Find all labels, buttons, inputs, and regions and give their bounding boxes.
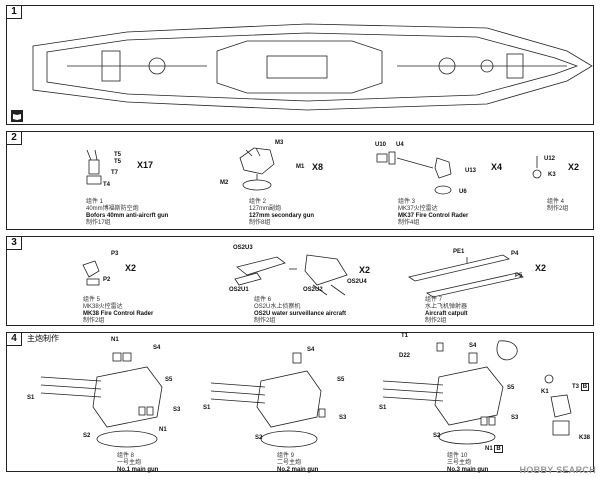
label-s3: S3 [511, 415, 519, 421]
main-gun-3-drawing [382, 340, 518, 445]
part-8-caption: 组件 8 一号主炮 No.1 main gun [117, 453, 159, 473]
label-t4: T4 [103, 182, 111, 188]
label-n1: N1 B [485, 445, 503, 453]
label-s4: S4 [153, 345, 161, 351]
label-u4: U4 [396, 142, 404, 148]
label-m2: M2 [220, 180, 229, 186]
step-title: 主炮制作 [27, 334, 59, 343]
part-7-caption: 组件 7 水上飞机弹射器 Aircraft catpult 制作2组 [425, 297, 468, 324]
step-2-panel: 2 T5 T5 T7 T4 X17 组件 1 40mm博福斯防空炮 Bofors… [6, 131, 594, 230]
os2u-aircraft-drawing [234, 254, 348, 296]
aa-gun-drawing [86, 149, 102, 185]
label-t5b: T5 [114, 159, 122, 165]
label-k1: K1 [541, 389, 549, 395]
book-icon [11, 110, 23, 122]
qty-x2: X2 [568, 162, 580, 172]
part-1-caption: 组件 1 40mm博福斯防空炮 Bofors 40mm anti-aircrft… [86, 199, 169, 226]
label-t7: T7 [111, 170, 119, 176]
part-9-caption: 组件 9 二号主炮 No.2 main gun [277, 453, 319, 473]
part-6-caption: 组件 6 OS2U水上侦察机 OS2U water surveillance a… [254, 297, 347, 324]
label-t5a: T5 [114, 152, 122, 158]
qty-x2: X2 [535, 263, 547, 273]
label-n1b: N1 [159, 427, 167, 433]
label-os2u1: OS2U1 [229, 287, 249, 293]
qty-x2: X2 [125, 263, 137, 273]
watermark: HOBBY SEARCH [519, 465, 596, 475]
label-u6: U6 [459, 189, 467, 195]
label-m1: M1 [296, 164, 305, 170]
label-os2u2: OS2U2 [303, 287, 323, 293]
label-p3: P3 [111, 251, 119, 257]
secondary-gun-drawing [239, 147, 275, 191]
step-number: 1 [7, 6, 22, 19]
mk38-radar-drawing [82, 260, 100, 286]
label-d22: D22 [399, 353, 411, 359]
part-3-caption: 组件 3 MK37火控雷达 MK37 Fire Control Rader 制作… [398, 199, 469, 226]
label-n1: N1 [111, 337, 119, 343]
qty-x8: X8 [312, 162, 324, 172]
label-s4: S4 [469, 343, 477, 349]
part-10-caption: 组件 10 三号主炮 No.3 main gun [447, 453, 489, 473]
label-os2u3: OS2U3 [233, 245, 253, 251]
label-p4: P4 [511, 251, 519, 257]
label-t3: T3 B [572, 383, 590, 391]
label-os2u4: OS2U4 [347, 279, 367, 285]
step-3-panel: 3 P3 P2 X2 组件 5 MK38火控雷达 MK38 Fire Contr… [6, 236, 594, 326]
label-p5: P5 [515, 273, 523, 279]
step-number: 2 [7, 132, 22, 145]
label-u10: U10 [375, 142, 387, 148]
part-2-caption: 组件 2 127mm副炮 127mm secondary gun 制作8组 [249, 199, 315, 226]
small-radar-drawing [532, 156, 542, 179]
label-t1: T1 [401, 333, 409, 339]
qty-x2: X2 [359, 265, 371, 275]
label-k38: K38 [579, 435, 591, 441]
main-gun-1-drawing [40, 352, 163, 448]
qty-x4: X4 [491, 162, 503, 172]
step-4-panel: 4 主炮制作 N1 S4 S5 S1 S3 N1 S2 组件 8 一号主炮 No… [6, 332, 594, 473]
fire-control-radar-drawing [376, 151, 452, 195]
label-s1: S1 [203, 405, 211, 411]
label-s1: S1 [379, 405, 387, 411]
label-s5: S5 [165, 377, 173, 383]
main-gun-2-drawing [210, 352, 326, 448]
label-s4: S4 [307, 347, 315, 353]
label-s2: S2 [433, 433, 441, 439]
label-s2: S2 [255, 435, 263, 441]
part-5-caption: 组件 5 MK38火控雷达 MK38 Fire Control Rader 制作… [83, 297, 154, 324]
step-number: 3 [7, 237, 22, 250]
label-s1: S1 [27, 395, 35, 401]
label-s3: S3 [339, 415, 347, 421]
rangefinder-drawing [544, 374, 572, 436]
label-s2: S2 [83, 433, 91, 439]
label-k3: K3 [548, 172, 556, 178]
part-4-caption: 组件 4 制作2组 [547, 199, 569, 212]
label-p2: P2 [103, 277, 111, 283]
label-s5: S5 [337, 377, 345, 383]
label-s3: S3 [173, 407, 181, 413]
step-1-panel: 1 [6, 5, 594, 125]
label-u12: U12 [544, 156, 556, 162]
label-m3: M3 [275, 140, 284, 146]
label-pe1: PE1 [453, 249, 465, 255]
step-number: 4 [7, 333, 22, 346]
label-u13: U13 [465, 168, 477, 174]
label-s5: S5 [507, 385, 515, 391]
ship-deck-drawing [32, 23, 593, 111]
catapult-drawing [408, 254, 525, 298]
qty-x17: X17 [137, 160, 154, 170]
